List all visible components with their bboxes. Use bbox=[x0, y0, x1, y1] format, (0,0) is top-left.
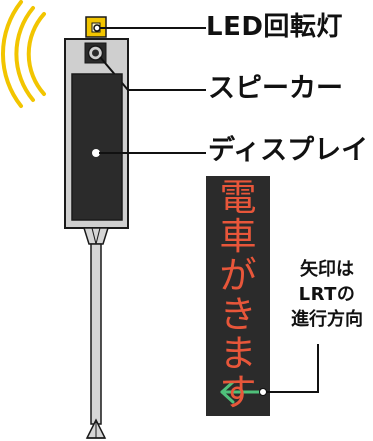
sign-char: す bbox=[219, 371, 257, 414]
sign-char: 車 bbox=[219, 215, 257, 258]
label-arrow-direction-note: 矢印は LRTの 進行方向 bbox=[283, 258, 371, 332]
leader-line-speaker bbox=[99, 56, 206, 91]
pole-bracket bbox=[82, 227, 110, 245]
arrow-note-line: LRTの bbox=[298, 283, 356, 305]
pole-bracket-line bbox=[95, 227, 101, 245]
leader-dot-display bbox=[92, 149, 100, 157]
pole-bracket-line bbox=[91, 227, 97, 245]
leader-dot-arrow bbox=[259, 388, 267, 396]
sign-panel bbox=[206, 176, 270, 416]
leader-dot-led bbox=[93, 24, 101, 32]
screen bbox=[71, 73, 123, 221]
label-display: ディスプレイ bbox=[208, 135, 369, 166]
pole bbox=[90, 243, 102, 425]
sign-char: 電 bbox=[219, 176, 257, 219]
label-speaker: スピーカー bbox=[208, 73, 343, 104]
label-led-rotating-lamp: LED回転灯 bbox=[206, 12, 343, 42]
sign-message: 電 車 が き ま す bbox=[206, 178, 270, 412]
leader-line-arrow bbox=[267, 344, 319, 393]
left-arrow-icon bbox=[220, 380, 262, 404]
sign-char: ま bbox=[219, 332, 257, 375]
sign-char: が bbox=[219, 254, 257, 297]
radio-waves-icon bbox=[1, 0, 46, 108]
sign-char: き bbox=[219, 293, 257, 336]
arrow-note-line: 矢印は bbox=[300, 259, 354, 280]
arrow-note-line: 進行方向 bbox=[291, 308, 363, 330]
